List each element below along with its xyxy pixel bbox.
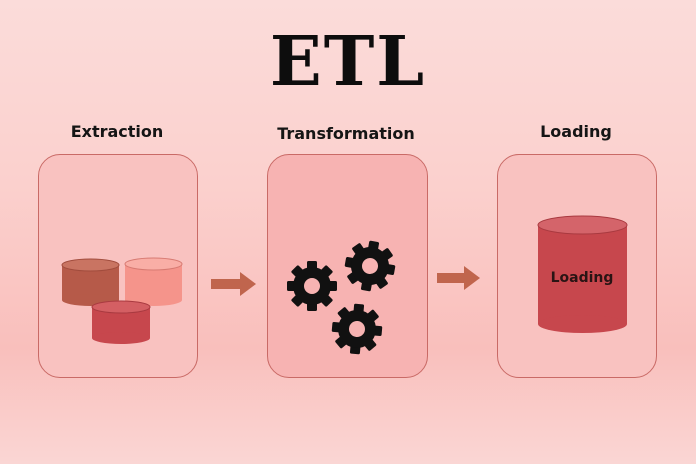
database-icon — [124, 257, 183, 306]
diagram-title: ETL — [269, 22, 427, 102]
gear-icon — [341, 237, 399, 295]
gear-icon — [329, 301, 385, 357]
gear-icon — [287, 261, 337, 311]
database-icon — [537, 215, 628, 333]
arrow-right-icon — [437, 266, 480, 290]
stage-label-extraction: Extraction — [70, 122, 164, 141]
database-icon — [91, 300, 151, 344]
database-icon — [61, 258, 120, 306]
arrow-right-icon — [211, 272, 256, 296]
stage-label-loading: Loading — [540, 122, 612, 141]
database-label: Loading — [551, 270, 614, 286]
stage-label-transformation: Transformation — [277, 124, 415, 143]
